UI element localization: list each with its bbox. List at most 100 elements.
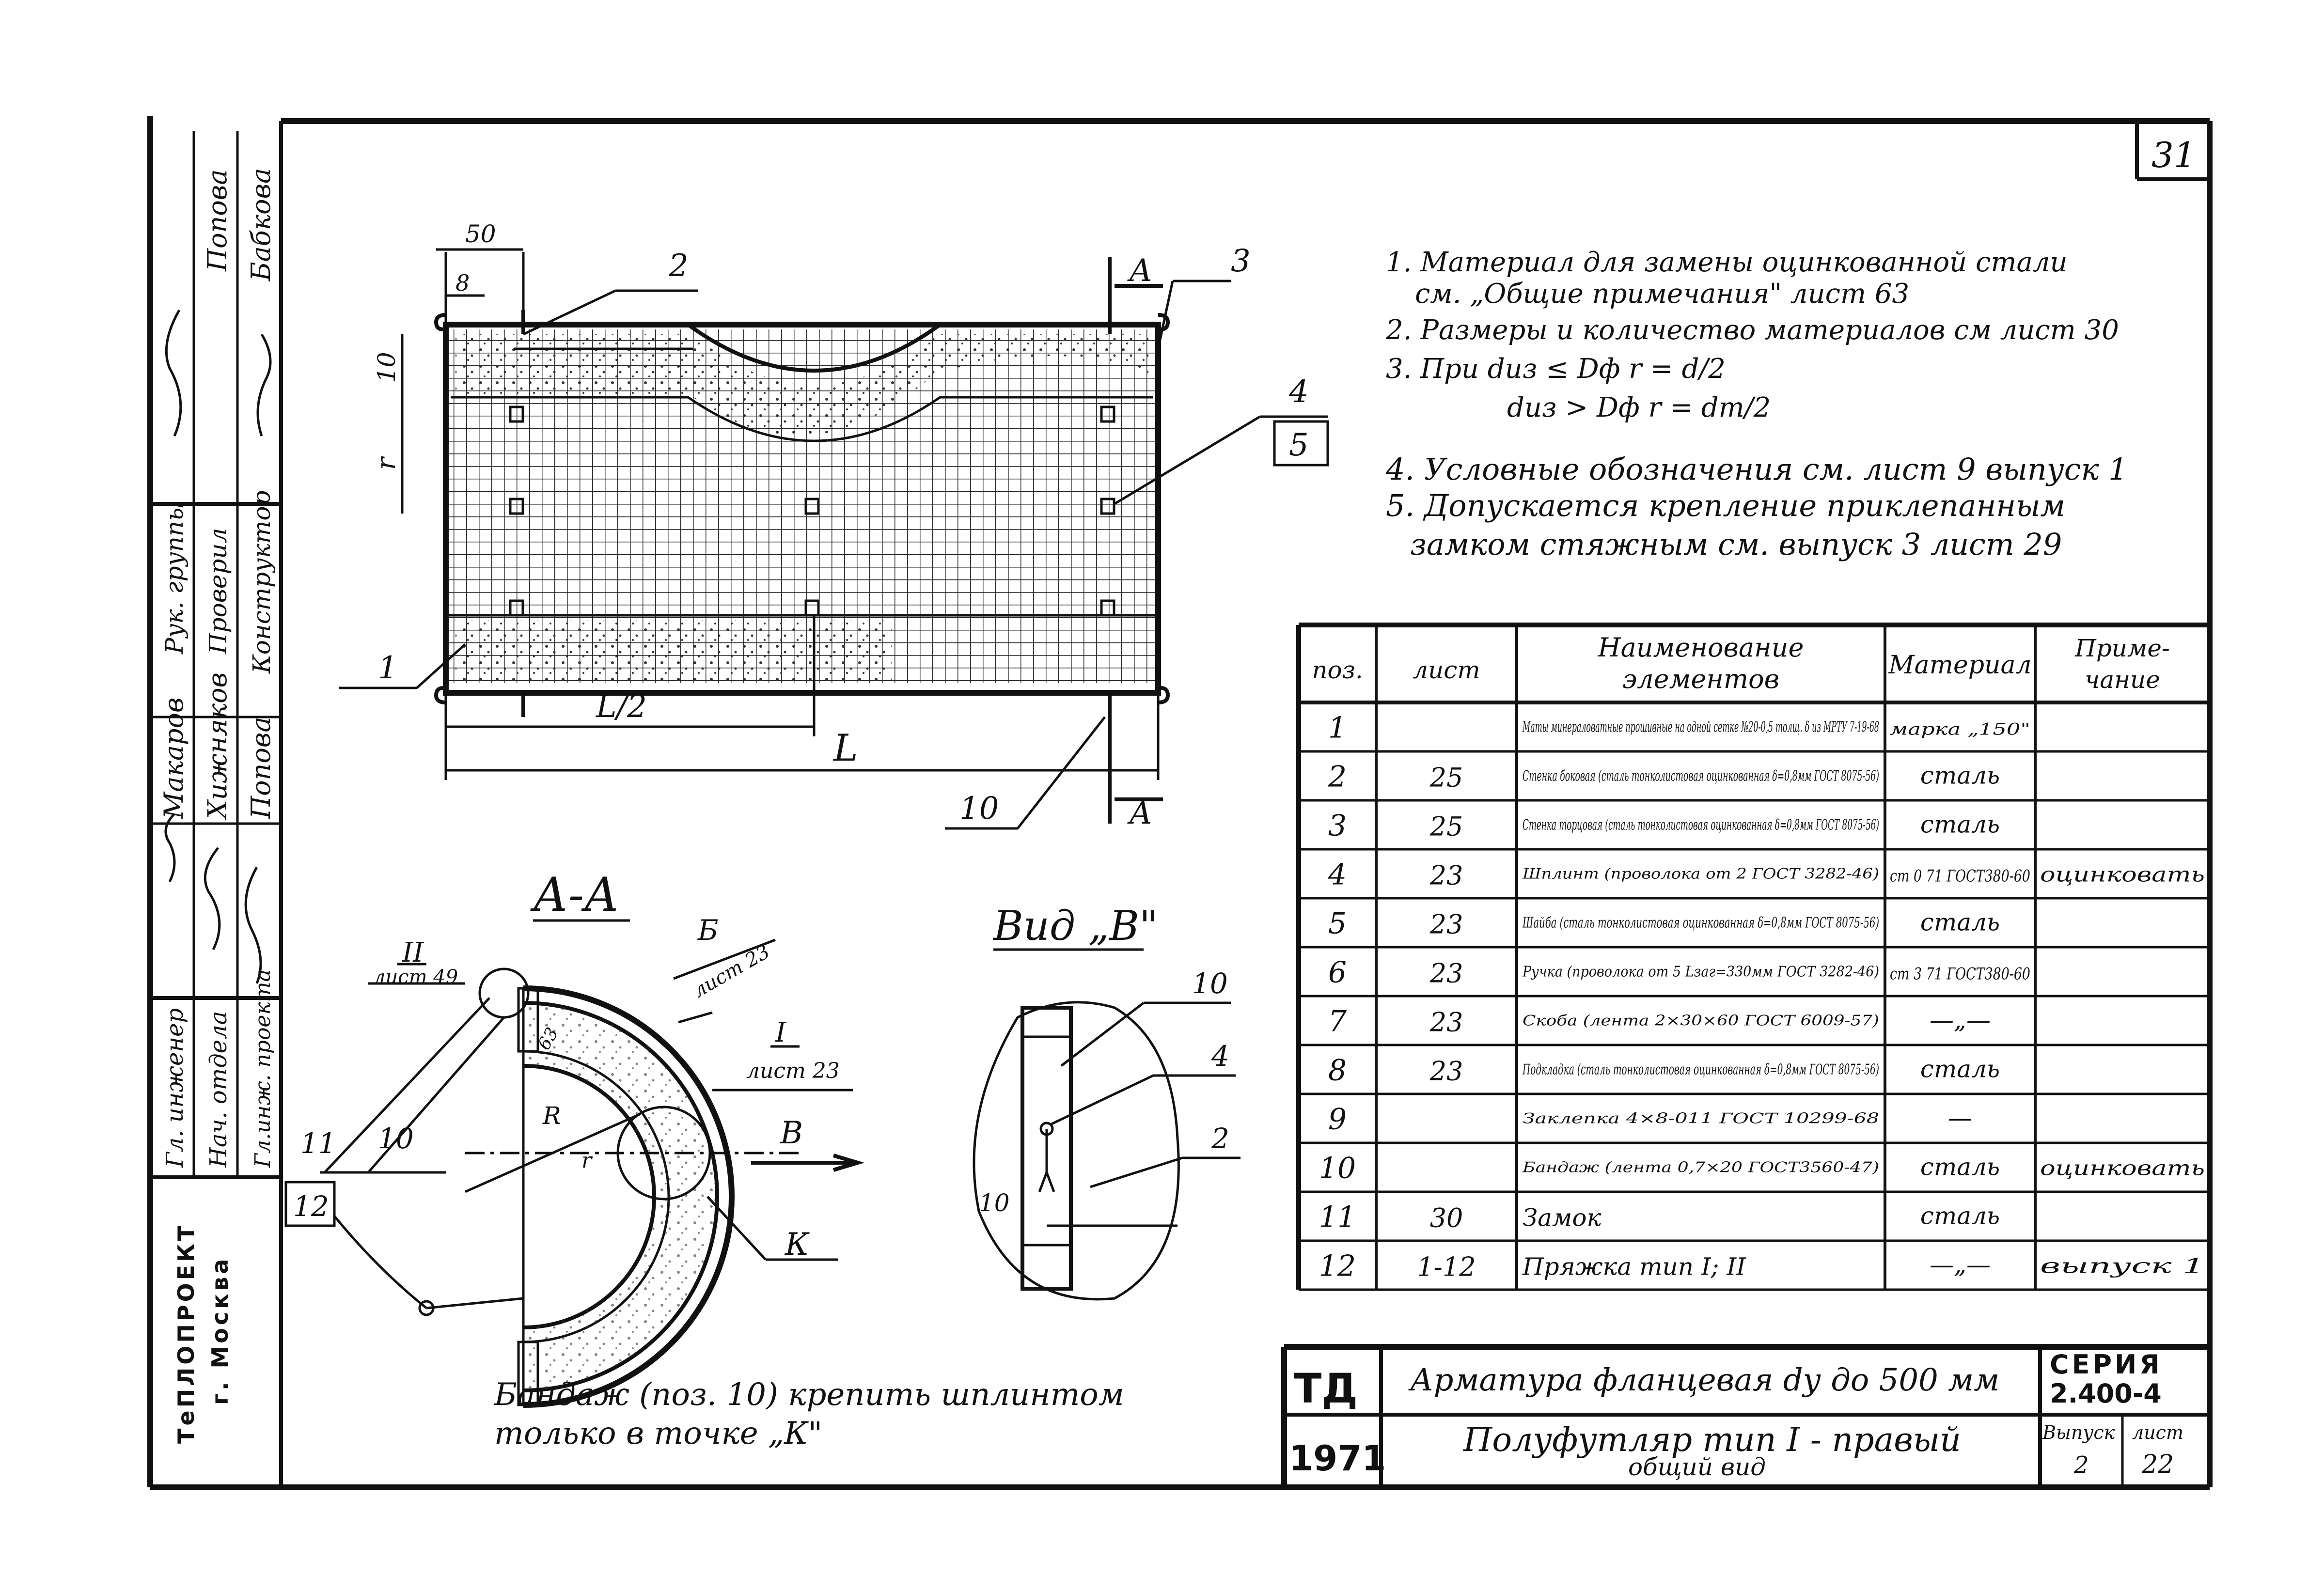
bottom-note-line-2: только в точке „К" (494, 1416, 822, 1451)
note-line-2: см. „Общие примечания" лист 63 (1415, 278, 1909, 310)
table-cell-sheet: 30 (1430, 1203, 1463, 1233)
table-cell-sheet: 23 (1429, 860, 1463, 891)
label-K: К (785, 1227, 810, 1263)
table-cell-material: ст 3 71 ГОСТ380-60 (1890, 965, 2030, 984)
table-cell-name: Стенка торцовая (сталь тонколистовая оци… (1523, 817, 1879, 834)
pos-2-main: 2 (668, 248, 689, 284)
table-cell-material: сталь (1920, 762, 2000, 790)
pos-10-main: 10 (959, 791, 999, 827)
role-chief-project-engineer: Гл.инж. проекта (251, 969, 275, 1168)
org-city: г. Москва (207, 1256, 233, 1405)
table-cell-name: Замок (1523, 1204, 1602, 1232)
list49: лист 49 (373, 966, 458, 988)
table-cell-name: Заклепка 4×8-011 ГОСТ 10299-68 (1523, 1110, 1879, 1127)
year: 1971 (1289, 1438, 1386, 1479)
notes: 1. Материал для замены оцинкованной стал… (1385, 247, 2128, 562)
table-header-note: Приме- (2074, 634, 2170, 662)
table-cell-pos: 2 (1328, 760, 1347, 794)
cut-a-top: А (1127, 253, 1152, 289)
series-label: СЕРИЯ (2050, 1349, 2163, 1380)
sheet-number: 31 (2151, 135, 2196, 175)
spec-table-grid (1296, 623, 2212, 1291)
table-cell-material: сталь (1920, 1153, 2000, 1181)
name-makarov: Макаров (158, 698, 189, 819)
pos-5-main: 5 (1289, 427, 1309, 463)
dim-l: L (832, 726, 858, 769)
role-group-head: Рук. группы (160, 501, 188, 655)
table-header-name: элементов (1622, 664, 1779, 694)
sheet-number-box: 31 (2135, 121, 2210, 181)
name-khizhnyakov: Хижняков (202, 672, 233, 821)
table-header-name: Наименование (1598, 632, 1804, 663)
dim-8: 8 (455, 270, 470, 296)
pos-2-viewb: 2 (1211, 1122, 1229, 1155)
issue-number: 2 (2073, 1451, 2089, 1479)
note-line-3: 2. Размеры и количество материалов см ли… (1385, 314, 2119, 346)
table-header-sheet: лист (1413, 656, 1480, 684)
main-view: А А 50 8 10 r L/2 L 2 3 4 5 1 (339, 220, 1329, 831)
table-cell-name: Шайба (сталь тонколистовая оцинкованная … (1522, 915, 1879, 932)
pos-3-main: 3 (1231, 243, 1251, 279)
table-cell-sheet: 23 (1429, 1007, 1463, 1038)
name-popova-2: Попова (202, 169, 233, 272)
cut-a-bottom: А (1127, 796, 1152, 831)
table-cell-name: Ручка (проволока от 5 Lзаг=330мм ГОСТ 32… (1522, 964, 1879, 981)
role-dept-head: Нач. отдела (205, 1011, 232, 1168)
approval-strip: Гл. инженер Нач. отдела Гл.инж. проекта … (150, 131, 281, 1444)
table-cell-pos: 7 (1328, 1005, 1347, 1039)
section-a-a: А-А R r 63 II лист 49 Б лист 23 I лист 2… (284, 868, 864, 1408)
table-cell-pos: 12 (1319, 1249, 1356, 1283)
dim-l-half: L/2 (596, 689, 647, 725)
series-number: 2.400-4 (2050, 1378, 2162, 1409)
table-cell-pos: 10 (1319, 1152, 1356, 1185)
list23-a: лист 23 (689, 940, 774, 1002)
view-b: Вид „В" 10 4 2 10 (973, 902, 1241, 1301)
pos-11-aa: 11 (300, 1127, 336, 1160)
table-cell-material: —„— (1930, 1006, 1991, 1034)
role-checked: Проверил (204, 528, 232, 655)
view-b-title: Вид „В" (992, 902, 1158, 950)
table-cell-name: Скоба (лента 2×30×60 ГОСТ 6009-57) (1523, 1013, 1879, 1029)
table-cell-note: оцинковать (2040, 1156, 2205, 1180)
table-cell-material: марка „150" (1890, 720, 2030, 739)
table-cell-name: Стенка боковая (сталь тонколистовая оцин… (1523, 768, 1879, 785)
table-cell-pos: 1 (1328, 711, 1347, 745)
td-mark: ТД (1294, 1365, 1358, 1412)
view-arrow-B: В (780, 1115, 803, 1151)
table-cell-pos: 8 (1328, 1054, 1347, 1088)
table-cell-name: Шплинт (проволока от 2 ГОСТ 3282-46) (1522, 866, 1879, 883)
table-cell-material: ст 0 71 ГОСТ380-60 (1890, 867, 2030, 886)
table-cell-name: Пряжка тип I; II (1522, 1253, 1746, 1281)
table-cell-pos: 6 (1328, 956, 1347, 990)
role-chief-engineer: Гл. инженер (161, 1008, 188, 1168)
name-popova-1: Попова (246, 717, 276, 819)
table-cell-sheet: 25 (1429, 811, 1463, 842)
name-babkova: Бабкова (246, 168, 276, 281)
sheet-label: лист (2132, 1422, 2183, 1443)
table-cell-pos: 3 (1328, 809, 1347, 843)
pos-12-aa: 12 (293, 1190, 329, 1223)
label-B-cyr: Б (697, 914, 719, 947)
pos-4-main: 4 (1288, 374, 1309, 410)
table-cell-name: Бандаж (лента 0,7×20 ГОСТ3560-47) (1522, 1159, 1879, 1176)
list23-b: лист 23 (746, 1059, 840, 1083)
org-name: ТеПЛОПРОЕКТ (173, 1223, 199, 1444)
note-line-4: 3. При dиз ≤ Dф r = d/2 (1386, 353, 1726, 385)
title-line-1: Арматура фланцевая dу до 500 мм (1408, 1362, 1999, 1398)
pos-10-aa: 10 (378, 1122, 414, 1155)
radius-R: R (542, 1102, 561, 1130)
title-line-2: Полуфутляр тип I - правый (1462, 1421, 1961, 1459)
signatures (164, 309, 272, 984)
table-cell-material: —„— (1930, 1251, 1991, 1279)
dim-10: 10 (373, 352, 401, 383)
table-cell-sheet: 23 (1429, 958, 1463, 989)
table-cell-material: сталь (1920, 908, 2000, 936)
pos-4-viewb: 4 (1211, 1040, 1229, 1073)
role-designer: Конструктор (248, 490, 276, 674)
note-line-5: dиз > Dф r = dт/2 (1507, 392, 1771, 423)
table-cell-sheet: 23 (1429, 909, 1463, 940)
table-cell-note: оцинковать (2040, 863, 2205, 887)
table-header-material: Материал (1888, 651, 2031, 680)
